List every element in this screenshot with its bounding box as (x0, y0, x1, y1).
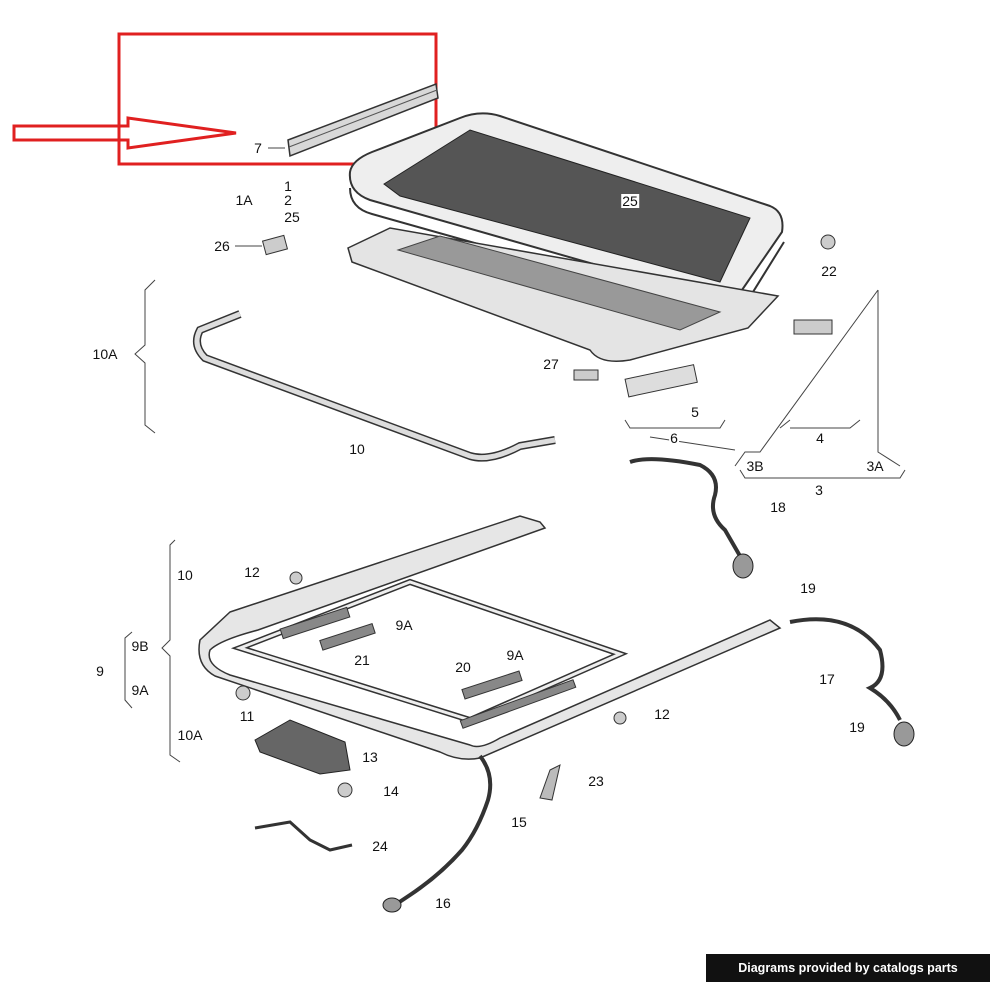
callout-label: 1A (234, 192, 254, 208)
callout-label: 3B (745, 458, 765, 474)
callout-label: 26 (213, 238, 231, 254)
callout-label: 20 (454, 659, 472, 675)
callout-label: 10A (176, 727, 204, 743)
callout-label: 18 (769, 499, 787, 515)
callout-label: 9A (505, 647, 525, 663)
callout-label: 1 (283, 178, 293, 194)
clip-23 (539, 764, 561, 801)
callout-label: 9A (394, 617, 414, 633)
callout-label: 11 (238, 708, 256, 724)
drain-valve-16 (382, 897, 402, 913)
drain-valve-19 (732, 553, 754, 579)
callout-label: 25 (621, 193, 639, 209)
screw-14 (337, 782, 353, 798)
callout-label: 10 (176, 567, 194, 583)
callout-label: 3 (814, 482, 824, 498)
drain-hose-18 (629, 457, 742, 557)
part-27 (573, 369, 599, 381)
screw-12 (289, 571, 303, 585)
callout-label: 2 (283, 192, 293, 208)
callout-label: 16 (434, 895, 452, 911)
highlight-box (117, 32, 438, 166)
attribution-caption: Diagrams provided by catalogs parts (706, 954, 990, 982)
callout-label: 10A (91, 346, 119, 362)
part-4 (793, 319, 833, 335)
callout-label: 12 (653, 706, 671, 722)
callout-label: 27 (542, 356, 560, 372)
callout-label: 6 (669, 430, 679, 446)
sunshade-panel (347, 227, 780, 362)
screw-12b (613, 711, 627, 725)
callout-label: 5 (690, 404, 700, 420)
callout-label: 22 (820, 263, 838, 279)
callout-label: 4 (815, 430, 825, 446)
nut-11 (235, 685, 251, 701)
callout-label: 9A (130, 682, 150, 698)
seal-strip (287, 82, 439, 158)
callout-label: 14 (382, 783, 400, 799)
callout-label: 25 (283, 209, 301, 225)
callout-label: 19 (848, 719, 866, 735)
drain-valve-19b (893, 721, 915, 747)
callout-label: 10 (348, 441, 366, 457)
callout-label: 13 (361, 749, 379, 765)
callout-label: 9 (95, 663, 105, 679)
callout-label: 17 (818, 671, 836, 687)
callout-label: 12 (243, 564, 261, 580)
main-frame (198, 515, 782, 760)
drain-hose-17 (789, 617, 902, 721)
callout-label: 9B (130, 638, 150, 654)
crank-24 (254, 820, 353, 852)
motor-13 (254, 719, 351, 775)
deflector-frame (192, 310, 556, 462)
callout-label: 21 (353, 652, 371, 668)
callout-label: 19 (799, 580, 817, 596)
callout-label: 24 (371, 838, 389, 854)
callout-label: 15 (510, 814, 528, 830)
highlight-arrow (12, 116, 237, 150)
part-5-6 (624, 364, 698, 398)
screw-22 (820, 234, 836, 250)
glass-panel (348, 112, 785, 313)
part-26 (261, 234, 289, 256)
callout-label: 23 (587, 773, 605, 789)
drain-hose-15 (393, 754, 493, 907)
callout-label: 7 (253, 140, 263, 156)
callout-label: 3A (865, 458, 885, 474)
